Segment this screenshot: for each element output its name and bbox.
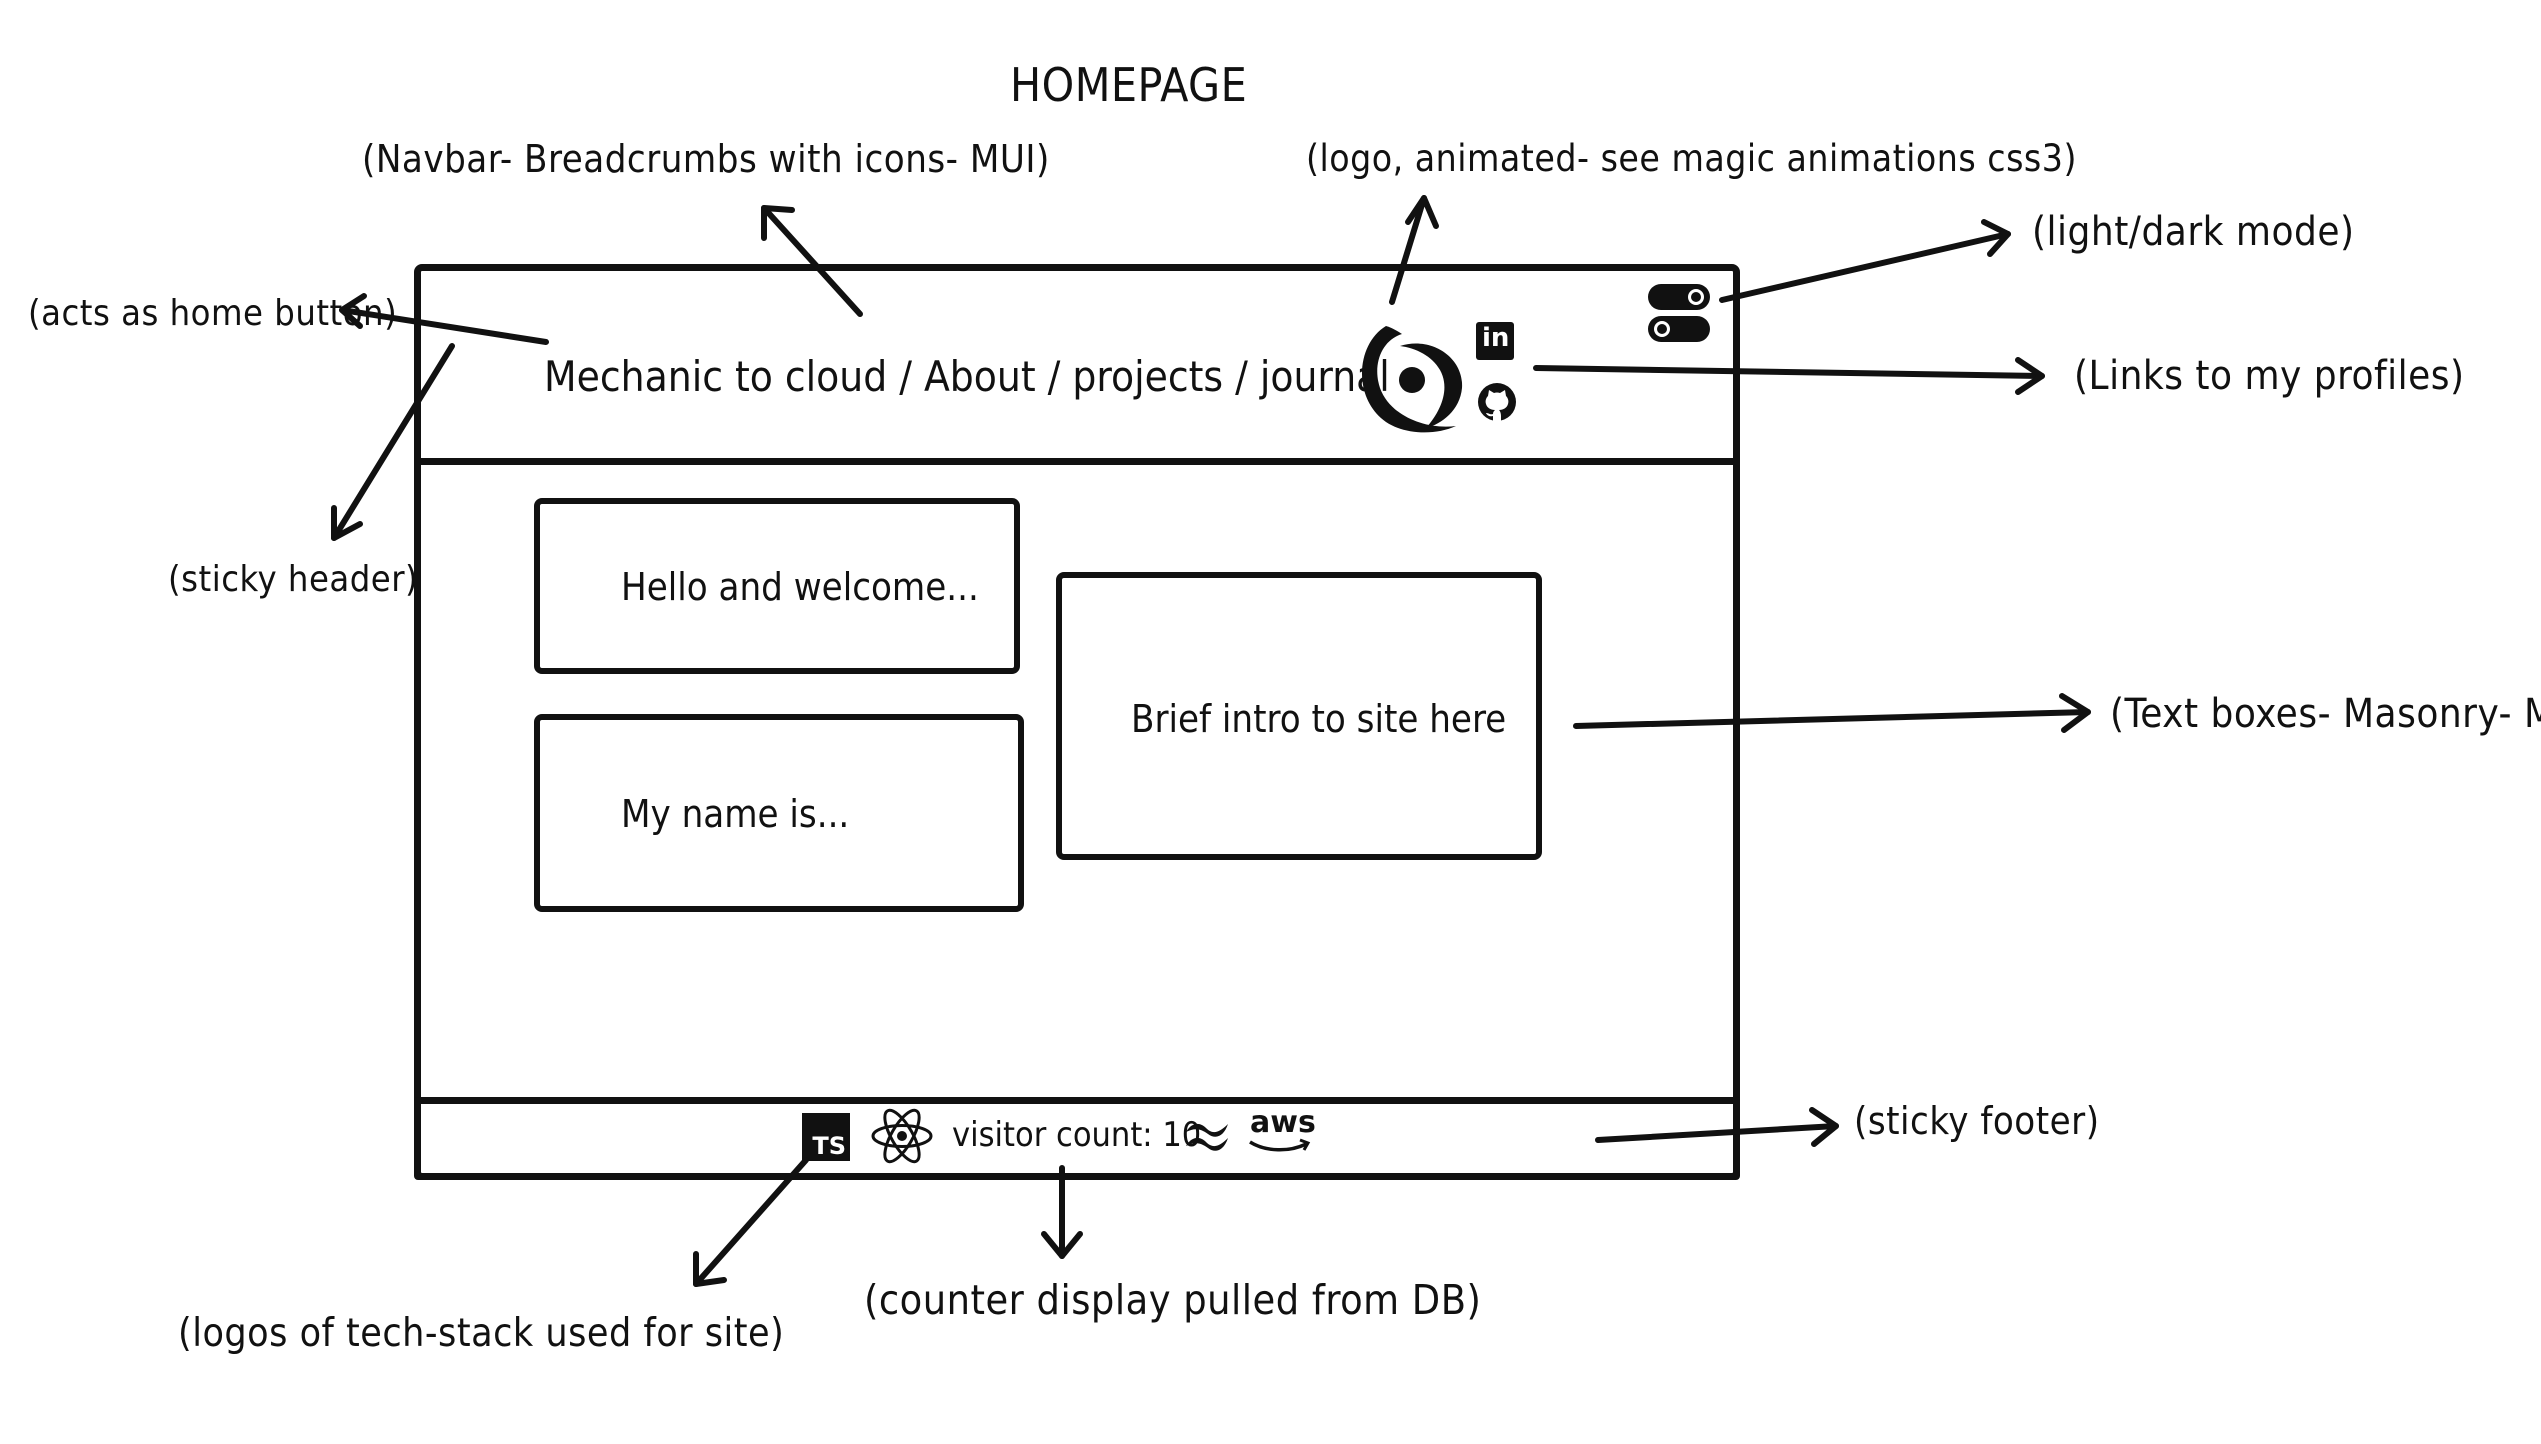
- home-button-arrowhead: [339, 293, 367, 329]
- tech-logos-arrow: [693, 1157, 809, 1287]
- sticky-header-annotation: (sticky header): [168, 559, 419, 600]
- tech-logos-annotation: (logos of tech-stack used for site): [178, 1311, 785, 1356]
- navbar-arrowhead: [761, 205, 795, 241]
- intro-text: Brief intro to site here: [1131, 697, 1507, 741]
- profiles-arrowhead: [2015, 357, 2045, 395]
- counter-annotation: (counter display pulled from DB): [864, 1276, 1482, 1324]
- home-button-annotation: (acts as home button): [28, 293, 398, 334]
- profiles-annotation: (Links to my profiles): [2074, 353, 2465, 399]
- hello-text: Hello and welcome...: [621, 565, 979, 609]
- sticky-footer-bar: [414, 1097, 1740, 1180]
- intro-text-box: [1056, 572, 1542, 860]
- ts-badge-text: TS: [812, 1132, 846, 1160]
- logo-annotation: (logo, animated- see magic animations cs…: [1306, 137, 2077, 180]
- aws-text: aws: [1250, 1105, 1316, 1140]
- navbar-annotation: (Navbar- Breadcrumbs with icons- MUI): [362, 137, 1050, 181]
- linkedin-icon[interactable]: in: [1476, 322, 1514, 360]
- hello-text-box: [534, 498, 1020, 674]
- text-boxes-arrowhead: [2059, 693, 2091, 733]
- header-divider: [414, 458, 1740, 465]
- sticky-header-arrowhead: [331, 505, 363, 541]
- text-boxes-arrow: [1573, 709, 2091, 729]
- page-title: HOMEPAGE: [1010, 58, 1248, 112]
- toggle-switch-icon[interactable]: [1646, 282, 1712, 346]
- tech-logos-arrowhead: [693, 1251, 727, 1287]
- swirl-logo-icon[interactable]: [1346, 314, 1474, 442]
- tailwind-icon: [1186, 1123, 1228, 1151]
- typescript-icon: TS: [802, 1113, 850, 1161]
- text-boxes-annotation: (Text boxes- Masonry- MUI): [2110, 691, 2541, 737]
- profiles-arrow: [1533, 365, 2045, 379]
- github-icon[interactable]: [1475, 380, 1519, 424]
- name-text-box: [534, 714, 1024, 912]
- theme-toggle-annotation: (light/dark mode): [2032, 209, 2355, 255]
- visitor-count: visitor count: 10: [952, 1115, 1202, 1155]
- logo-arrow: [1389, 195, 1427, 305]
- react-icon: [871, 1108, 933, 1164]
- sticky-footer-arrow: [1595, 1123, 1839, 1143]
- name-text: My name is...: [621, 792, 850, 836]
- aws-smile: [1249, 1138, 1311, 1152]
- home-button-arrow: [339, 307, 549, 345]
- linkedin-icon-text: in: [1482, 323, 1510, 353]
- toggle-arrowhead: [1981, 219, 2011, 257]
- aws-icon: aws: [1246, 1108, 1316, 1158]
- breadcrumb-navbar[interactable]: Mechanic to cloud / About / projects / j…: [544, 352, 1390, 401]
- navbar-arrow: [761, 205, 863, 317]
- logo-arrowhead: [1405, 195, 1439, 229]
- sticky-footer-arrowhead: [1809, 1107, 1839, 1147]
- toggle-arrow: [1719, 231, 2011, 303]
- sticky-footer-annotation: (sticky footer): [1854, 1099, 2100, 1143]
- counter-arrowhead: [1041, 1231, 1083, 1259]
- sticky-header-arrow: [331, 343, 455, 541]
